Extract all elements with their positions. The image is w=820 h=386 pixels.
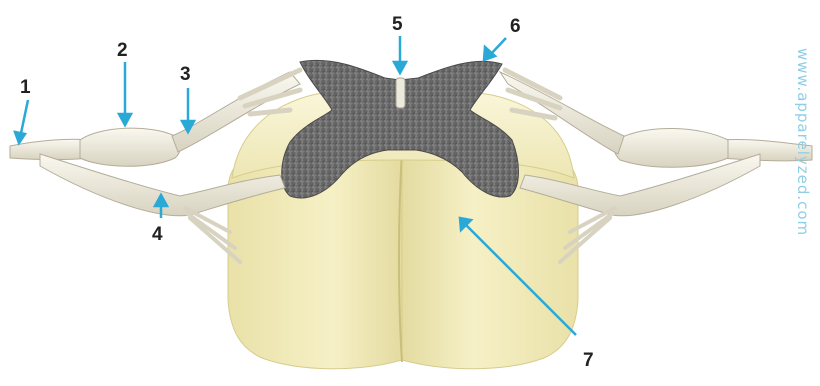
pointer-arrow-6 xyxy=(484,38,506,60)
label-1: 1 xyxy=(20,77,31,98)
left-spinal-nerve-trunk xyxy=(10,139,90,159)
label-6: 6 xyxy=(510,16,521,37)
pointer-arrow-3 xyxy=(182,88,194,132)
label-3: 3 xyxy=(180,64,191,85)
pointer-arrow-1 xyxy=(15,100,28,143)
watermark: www.apparelyzed.com xyxy=(794,48,812,236)
label-4: 4 xyxy=(152,224,163,245)
pointer-arrow-2 xyxy=(119,62,131,125)
pointer-arrow-5 xyxy=(394,36,406,73)
label-2: 2 xyxy=(117,40,128,61)
label-5: 5 xyxy=(392,14,403,35)
label-7: 7 xyxy=(583,350,594,371)
posterior-median-septum xyxy=(396,78,405,108)
left-dorsal-root-ganglion xyxy=(80,128,180,166)
right-dorsal-root-ganglion xyxy=(614,128,728,167)
